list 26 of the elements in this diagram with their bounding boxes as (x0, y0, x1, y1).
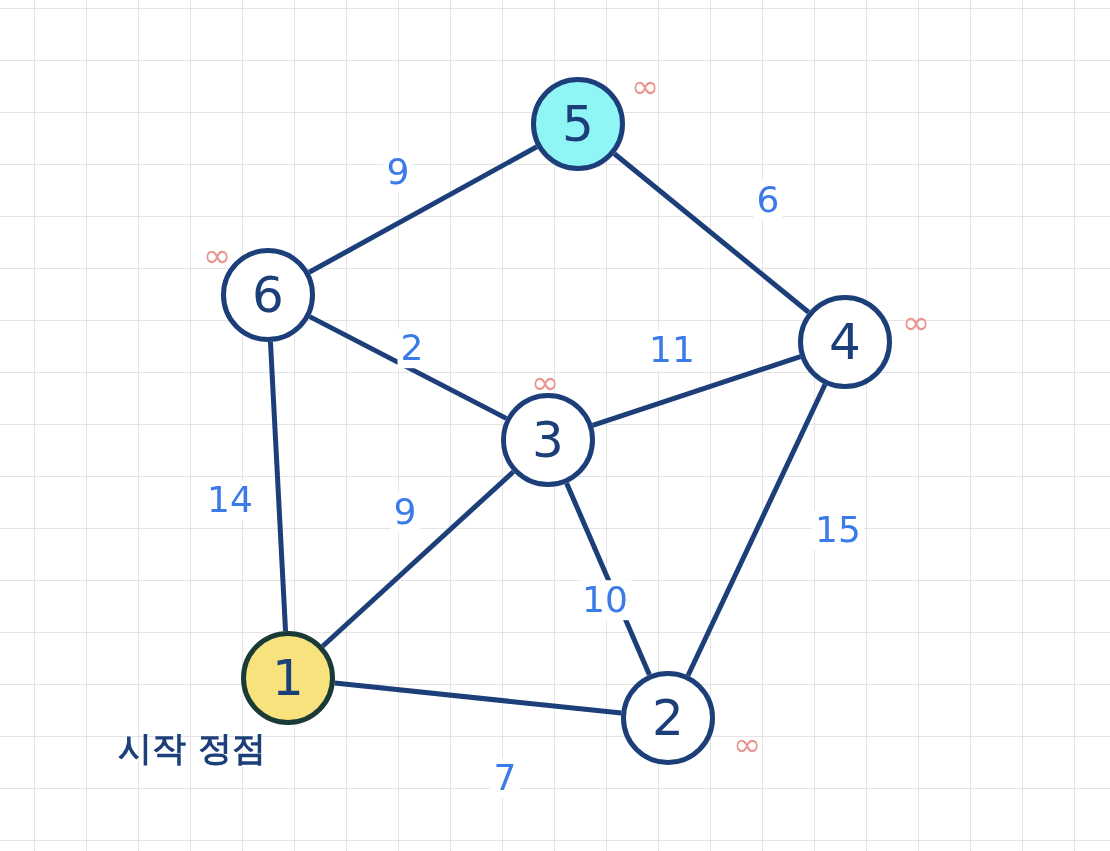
edge-weight-label: 9 (390, 492, 420, 532)
edge-line (267, 341, 289, 632)
edge-line (308, 314, 508, 421)
edge-line (320, 469, 516, 649)
edge-weight-label: 10 (579, 580, 631, 620)
distance-label: ∞ (631, 69, 660, 103)
vertex-number: 5 (562, 99, 594, 149)
vertex-number: 2 (652, 693, 684, 743)
edge-weight-label: 9 (383, 152, 413, 192)
edge-line (612, 151, 811, 315)
vertex-number: 1 (272, 653, 304, 703)
edge-line (307, 144, 539, 275)
vertex-number: 6 (252, 270, 284, 320)
vertex-number: 3 (532, 415, 564, 465)
edge-weight-label: 15 (812, 510, 864, 550)
edge-line (685, 383, 828, 677)
edge-line (334, 680, 622, 716)
start-vertex-label: 시작 정점 (118, 731, 266, 765)
distance-label: ∞ (203, 238, 232, 272)
edge-weight-label: 6 (753, 180, 783, 220)
distance-label: ∞ (902, 305, 931, 339)
distance-label: ∞ (733, 727, 762, 761)
distance-label: ∞ (531, 365, 560, 399)
vertex-number: 4 (829, 317, 861, 367)
edge-weight-label: 7 (490, 758, 520, 798)
edge-line (591, 354, 802, 428)
